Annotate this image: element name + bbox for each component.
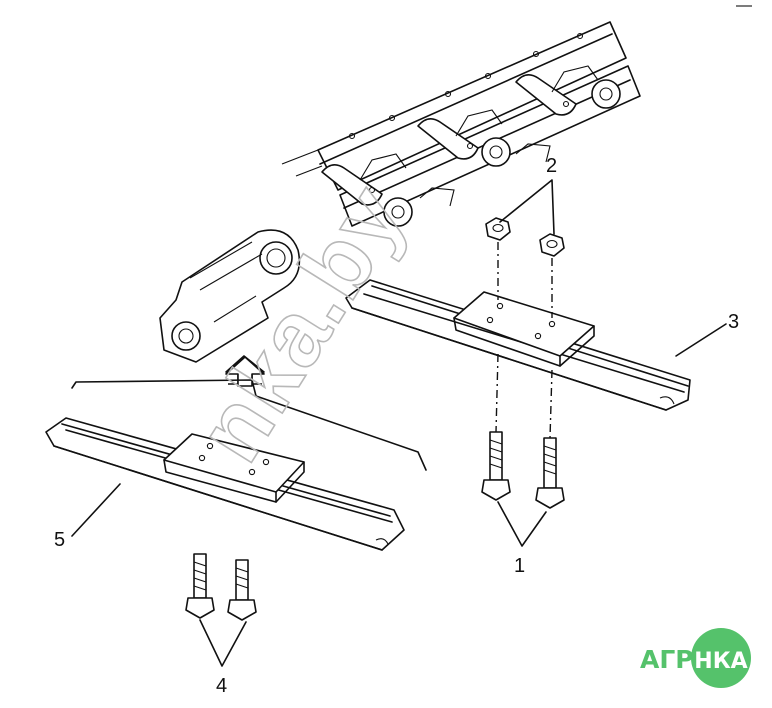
bolt — [227, 559, 257, 621]
conveyor-chain — [281, 21, 641, 227]
callout-2: 2 — [546, 155, 557, 177]
leader-line-1 — [497, 501, 547, 547]
leader-line-5 — [71, 483, 121, 537]
leader-line-3 — [675, 323, 727, 357]
leader-line-4 — [199, 619, 247, 667]
logo-circle-text: НКА — [694, 649, 747, 674]
reference-line — [71, 379, 427, 471]
callout-5: 5 — [54, 529, 65, 551]
callout-1: 1 — [514, 555, 525, 577]
chain-roller — [515, 74, 621, 116]
chain-roller — [321, 164, 413, 227]
callout-4: 4 — [216, 675, 227, 697]
bolt — [535, 437, 565, 509]
nut — [485, 217, 511, 241]
scraper-bar-3 — [345, 279, 691, 411]
chain-link-bracket — [159, 229, 301, 363]
callout-3: 3 — [728, 311, 739, 333]
axis-line — [495, 242, 499, 433]
logo-circle — [691, 628, 751, 688]
scraper-bar-5 — [45, 417, 405, 551]
nut — [539, 233, 565, 257]
chain-roller — [417, 118, 511, 167]
agronka-logo: АГРО НКА — [640, 628, 751, 688]
bolt — [185, 553, 215, 619]
leader-line-2 — [499, 179, 555, 235]
bolt — [481, 431, 511, 501]
axis-line — [549, 258, 553, 439]
